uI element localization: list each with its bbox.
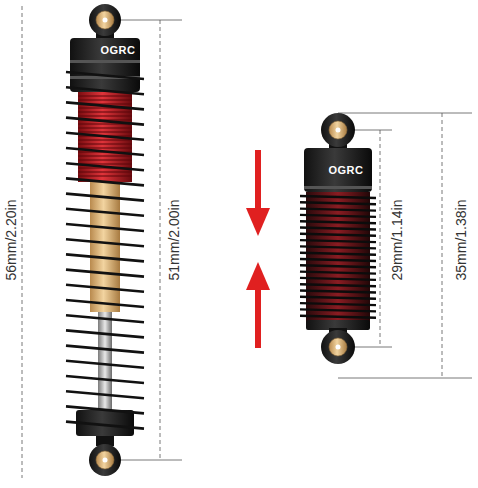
stroke <box>78 96 132 97</box>
compressed-shock <box>300 113 376 364</box>
stroke <box>66 376 144 383</box>
stroke <box>66 239 144 246</box>
stroke <box>78 132 132 133</box>
stroke <box>300 221 376 223</box>
stroke <box>66 148 144 155</box>
stroke <box>66 133 144 140</box>
stroke <box>300 303 376 305</box>
stroke <box>66 209 144 216</box>
stroke <box>66 270 144 277</box>
stroke <box>78 128 132 129</box>
stroke <box>66 300 144 307</box>
stroke <box>66 224 144 231</box>
stroke <box>66 422 144 429</box>
stroke <box>300 240 376 242</box>
stroke <box>66 194 144 201</box>
stroke <box>66 391 144 398</box>
stroke <box>78 144 132 145</box>
stroke <box>66 87 144 94</box>
brand-logo: OGRC <box>329 165 364 176</box>
stroke <box>78 140 132 141</box>
stroke <box>300 259 376 261</box>
stroke <box>78 160 132 161</box>
stroke <box>300 253 376 255</box>
stroke <box>66 118 144 125</box>
stroke <box>78 156 132 157</box>
dimension-label: 51mm/2.00in <box>167 199 181 282</box>
stroke <box>66 346 144 353</box>
dimension-label: 29mm/1.14in <box>390 199 404 282</box>
stroke <box>300 316 376 318</box>
stroke <box>78 148 132 149</box>
stroke <box>78 116 132 117</box>
stroke <box>78 176 132 177</box>
stroke <box>78 172 132 173</box>
stroke <box>66 285 144 292</box>
stroke <box>66 315 144 322</box>
stroke <box>66 254 144 261</box>
stroke <box>66 330 144 337</box>
stroke <box>300 209 376 211</box>
stroke <box>66 163 144 170</box>
dimension-lines <box>22 6 472 478</box>
stroke <box>78 100 132 101</box>
stroke <box>66 102 144 109</box>
stroke <box>300 202 376 204</box>
stroke <box>300 246 376 248</box>
stroke <box>66 178 144 185</box>
stroke <box>300 284 376 286</box>
stroke <box>66 72 144 79</box>
stroke <box>78 112 132 113</box>
stroke <box>300 278 376 280</box>
stroke <box>300 196 376 198</box>
stroke <box>300 234 376 236</box>
stroke <box>300 265 376 267</box>
stroke <box>300 228 376 230</box>
dimension-label: 35mm/1.38in <box>454 199 468 282</box>
brand-logo: OGRC <box>101 45 136 56</box>
stroke <box>300 272 376 274</box>
compression-arrows <box>246 150 270 348</box>
stroke <box>300 309 376 311</box>
extended-shock <box>66 4 144 476</box>
stroke <box>66 406 144 413</box>
stroke <box>300 215 376 217</box>
stroke <box>300 291 376 293</box>
dimension-label: 56mm/2.20in <box>4 199 18 282</box>
stroke <box>300 297 376 299</box>
stroke <box>66 361 144 368</box>
